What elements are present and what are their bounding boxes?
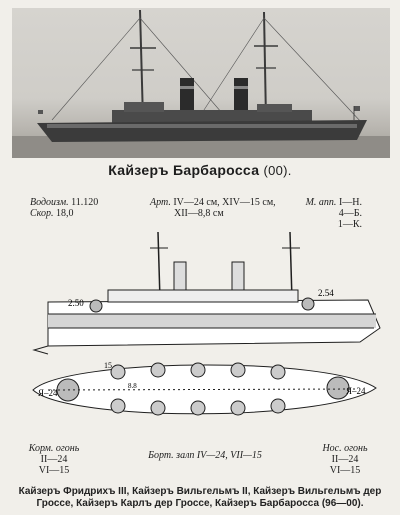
- spec-armament: Арт. IV—24 см, XIV—15 см, XII—8,8 см: [150, 197, 276, 219]
- spec-mines: М. ann. I—Н. 4—Б. 1—К.: [305, 197, 362, 230]
- broadside-fire: Борт. залп IV—24, VII—15: [148, 450, 262, 461]
- gun-label-8: 8.8: [128, 382, 137, 390]
- deck-label-left: Я–24: [38, 388, 58, 398]
- ship-photo: [12, 8, 390, 158]
- side-label-right: 2.54: [318, 288, 334, 298]
- deck-plan: [32, 362, 377, 416]
- deck-label-right: Я–24: [346, 386, 366, 396]
- stern-fire: Корм. огонь II—24 VI—15: [28, 443, 80, 476]
- side-profile: [32, 231, 381, 355]
- class-caption: Кайзеръ Фридрихъ III, Кайзеръ Вильгельмъ…: [18, 486, 382, 509]
- gun-label-15: 15: [104, 361, 112, 370]
- bow-fire: Нос. огонь II—24 VI—15: [322, 443, 368, 476]
- ship-plan-diagram: 2.50 2.54 Я–24 Я–24 15 8.8: [8, 230, 392, 440]
- side-label-left: 2.50: [68, 298, 84, 308]
- spec-displacement-speed: Водоизм. 11.120 Скор. 18,0: [30, 197, 99, 219]
- ship-title: Кайзеръ Барбаросса (00).: [108, 162, 292, 178]
